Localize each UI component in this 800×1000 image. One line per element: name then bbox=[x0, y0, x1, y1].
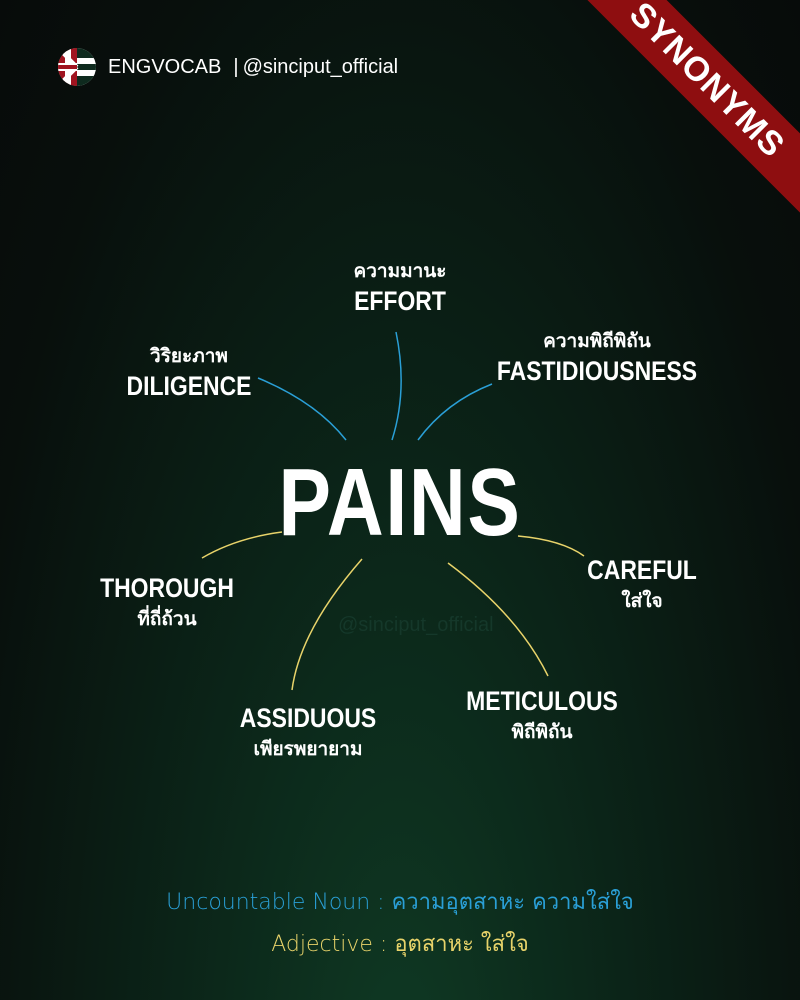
noun-definition: Uncountable Noun : ความอุตสาหะ ความใส่ใจ bbox=[166, 890, 634, 915]
connector-diligence bbox=[257, 377, 347, 441]
connector-effort bbox=[391, 331, 402, 441]
synonym-assiduous: ASSIDUOUS เพียรพยายาม bbox=[239, 703, 377, 760]
connector-meticulous bbox=[447, 562, 549, 677]
synonym-careful: CAREFUL ใส่ใจ bbox=[587, 555, 697, 612]
brand-handle: @sinciput_official bbox=[242, 55, 399, 78]
headword: PAINS bbox=[278, 449, 522, 556]
synonym-diligence: วิริยะภาพ DILIGENCE bbox=[126, 346, 252, 401]
uk-flag-icon bbox=[58, 48, 96, 86]
synonym-meticulous: METICULOUS พิถีพิถัน bbox=[466, 686, 618, 743]
adjective-definition: Adjective : อุตสาหะ ใส่ใจ bbox=[271, 932, 529, 957]
brand-header: ENGVOCAB | @sinciput_official bbox=[58, 48, 398, 86]
connector-fastidiousness bbox=[417, 383, 493, 441]
connector-thorough bbox=[201, 531, 283, 559]
connector-careful bbox=[517, 535, 585, 557]
synonym-thorough: THOROUGH ที่ถี่ถ้วน bbox=[100, 573, 234, 630]
synonym-fastidiousness: ความพิถีพิถัน FASTIDIOUSNESS bbox=[496, 331, 698, 386]
brand-separator: | bbox=[233, 55, 239, 78]
brand-name: ENGVOCAB bbox=[108, 55, 222, 78]
connector-assiduous bbox=[291, 558, 363, 691]
synonym-effort: ความมานะ EFFORT bbox=[353, 261, 447, 316]
watermark: @sinciput_official bbox=[338, 614, 494, 636]
